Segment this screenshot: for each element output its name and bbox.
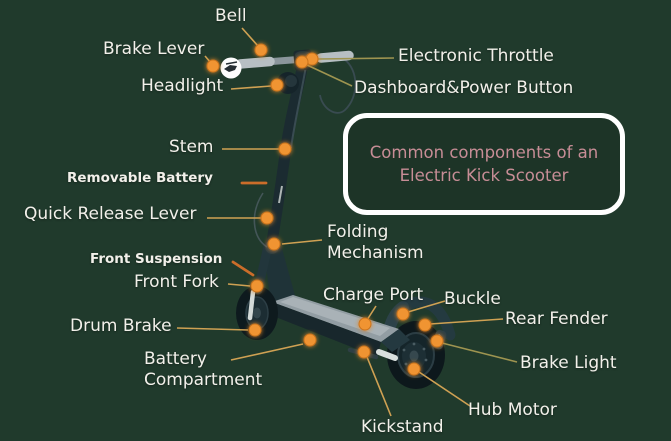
label-quick-release-lever: Quick Release Lever — [24, 204, 197, 224]
callout-dot-folding-mechanism — [267, 237, 281, 251]
label-electronic-throttle: Electronic Throttle — [398, 46, 554, 66]
label-brake-lever: Brake Lever — [103, 39, 205, 59]
deck — [268, 295, 410, 361]
callout-line-front-suspension — [231, 260, 255, 277]
label-drum-brake: Drum Brake — [70, 316, 172, 336]
callout-line-hub-motor — [418, 371, 471, 407]
callout-dot-front-fork — [250, 279, 264, 293]
label-bell: Bell — [215, 6, 247, 26]
callout-line-dashboard-power-button — [306, 64, 353, 87]
title-box: Common components of an Electric Kick Sc… — [343, 113, 625, 215]
label-kickstand: Kickstand — [361, 417, 444, 437]
callout-dot-quick-release-lever — [260, 211, 274, 225]
headlight-part — [277, 72, 299, 94]
brake-lever-magnifier — [220, 57, 242, 79]
label-charge-port: Charge Port — [323, 285, 424, 305]
cable-left — [253, 192, 268, 248]
callout-dot-headlight — [270, 78, 284, 92]
callout-line-electronic-throttle — [317, 57, 395, 60]
label-hub-motor: Hub Motor — [468, 400, 557, 420]
callout-line-headlight — [230, 85, 272, 90]
callout-dot-brake-lever — [206, 59, 220, 73]
label-removable-battery: Removable Battery — [67, 170, 213, 186]
label-brake-light: Brake Light — [520, 353, 617, 373]
callout-dot-drum-brake — [248, 323, 262, 337]
cable-right — [319, 58, 357, 114]
callout-line-brake-light — [441, 342, 518, 363]
callout-line-battery-compartment — [230, 343, 304, 361]
label-rear-fender: Rear Fender — [505, 309, 608, 329]
callout-dot-bell — [254, 43, 268, 57]
callout-dot-battery-compartment — [303, 333, 317, 347]
label-dashboard-power-button: Dashboard&Power Button — [354, 78, 574, 98]
callout-line-folding-mechanism — [281, 239, 323, 245]
callout-line-bell — [241, 27, 259, 47]
label-battery-compartment: Battery Compartment — [144, 349, 263, 390]
label-front-suspension: Front Suspension — [90, 251, 223, 267]
callout-dot-charge-port — [358, 317, 372, 331]
callout-dot-hub-motor — [407, 362, 421, 376]
deck-reflector — [376, 349, 398, 361]
callout-line-charge-port — [366, 305, 377, 321]
callout-dot-brake-light — [430, 334, 444, 348]
callout-line-front-fork — [227, 283, 251, 287]
title-line2: Electric Kick Scooter — [399, 165, 569, 185]
callout-line-kickstand — [366, 356, 392, 417]
fork-leg — [247, 289, 256, 321]
label-stem: Stem — [169, 137, 214, 157]
frame-neck — [264, 245, 296, 306]
label-front-fork: Front Fork — [134, 272, 219, 292]
label-buckle: Buckle — [444, 289, 501, 309]
callout-dot-kickstand — [357, 345, 371, 359]
title-line1: Common components of an — [369, 142, 599, 162]
callout-dot-buckle — [396, 307, 410, 321]
label-headlight: Headlight — [141, 76, 224, 96]
label-folding-mechanism: Folding Mechanism — [327, 222, 424, 263]
callout-line-rear-fender — [429, 318, 504, 325]
callout-dot-stem — [278, 142, 292, 156]
callout-dot-rear-fender — [418, 318, 432, 332]
callout-line-buckle — [407, 300, 446, 313]
callout-dot-dashboard-power-button — [295, 55, 309, 69]
callout-line-drum-brake — [176, 327, 249, 331]
